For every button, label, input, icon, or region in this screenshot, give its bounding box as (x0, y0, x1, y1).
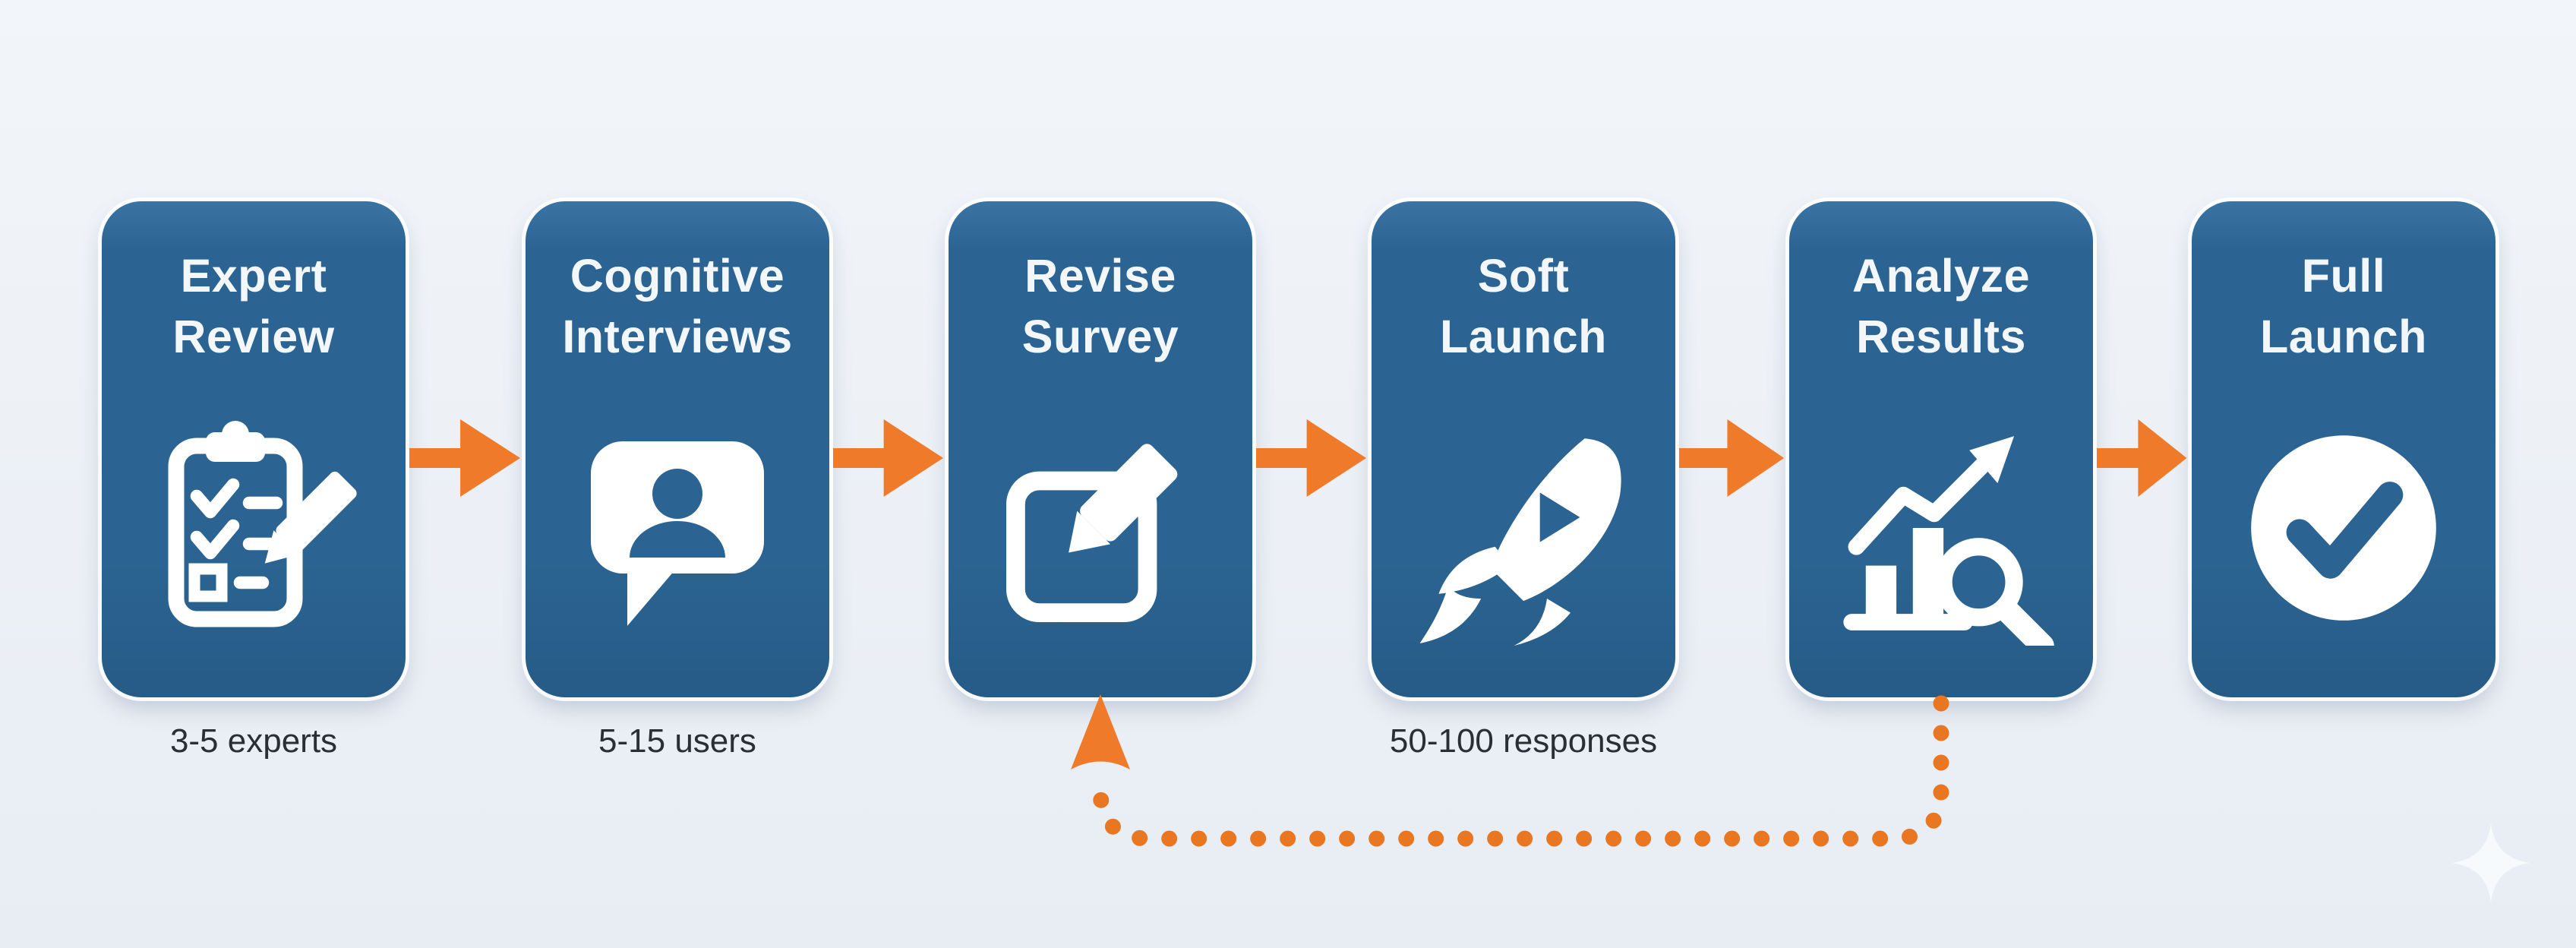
pencil-icon (264, 471, 357, 564)
feedback-arrowhead-icon (1071, 694, 1130, 769)
step-title: Soft Launch (1372, 245, 1675, 367)
step-card-full-launch: Full Launch (2192, 201, 2496, 697)
step-card-analyze-results: Analyze Results (1789, 201, 2093, 697)
clipboard-checklist-icon (168, 421, 357, 627)
step-title-line1: Full (2301, 250, 2386, 302)
step-title-line2: Results (1856, 311, 2026, 362)
speech-bubble-person-icon (591, 441, 764, 626)
step-title: Full Launch (2192, 245, 2496, 367)
flow-arrow-icon (2097, 416, 2188, 500)
step-title-line2: Review (172, 311, 335, 362)
flow-arrow-icon (1256, 416, 1368, 500)
step-title-line2: Survey (1021, 311, 1179, 362)
step-title: Cognitive Interviews (526, 245, 829, 367)
edit-square-pencil-icon (1006, 444, 1178, 622)
step-card-expert-review: Expert Review (102, 201, 406, 697)
sparkle-icon (2451, 823, 2530, 902)
step-title-line1: Cognitive (570, 250, 785, 302)
step-card-cognitive-interviews: Cognitive Interviews (526, 201, 829, 697)
flow-arrow-icon (409, 416, 522, 500)
step-title-line2: Launch (2260, 311, 2427, 362)
step-title-line1: Revise (1024, 250, 1176, 302)
flow-arrow-icon (1679, 416, 1785, 500)
step-title-line1: Analyze (1852, 250, 2031, 302)
step-title: Analyze Results (1789, 245, 2093, 367)
rocket-icon (1419, 438, 1621, 646)
step-title: Revise Survey (949, 245, 1252, 367)
step-sublabel: 3-5 experts (169, 722, 338, 760)
step-card-soft-launch: Soft Launch (1372, 201, 1675, 697)
check-circle-icon (2251, 435, 2436, 621)
chart-growth-magnifier-icon (1843, 436, 2054, 646)
flow-arrow-icon (833, 416, 945, 500)
step-title-line1: Soft (1477, 250, 1570, 302)
step-title-line2: Launch (1440, 311, 1607, 362)
step-title-line2: Interviews (562, 311, 793, 362)
step-title: Expert Review (102, 245, 406, 367)
step-sublabel: 5-15 users (598, 722, 756, 760)
step-sublabel: 50-100 responses (1389, 722, 1658, 760)
step-card-revise-survey: Revise Survey (949, 201, 1252, 697)
step-title-line1: Expert (180, 250, 327, 302)
